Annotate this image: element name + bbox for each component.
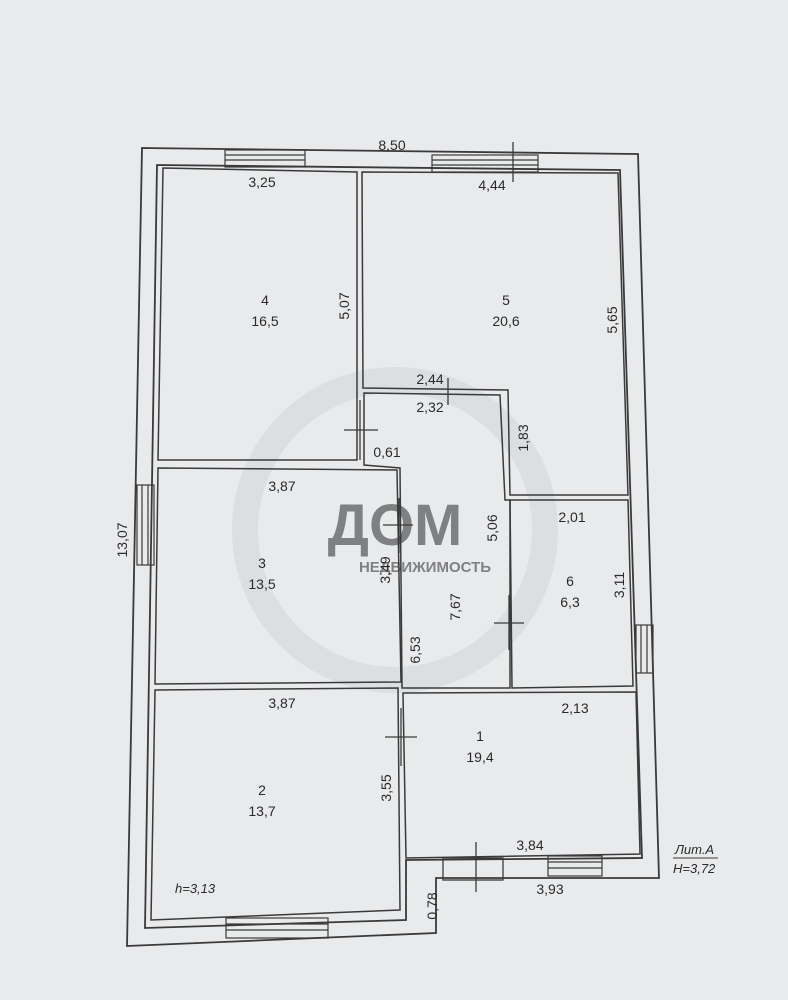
room-labels: 4 16,5 5 20,6 3 13,5 6 6,3 2 13,7 1 19,4 bbox=[248, 292, 580, 819]
windows bbox=[136, 149, 654, 939]
window-room3-left bbox=[136, 484, 155, 566]
room-1-outline bbox=[402, 691, 641, 859]
window-room4-top bbox=[224, 149, 306, 168]
dim-room1-bottom: 3,84 bbox=[516, 837, 543, 853]
window-room2-bottom bbox=[225, 917, 329, 939]
door-room6 bbox=[494, 595, 524, 650]
dim-corridor-inner: 2,32 bbox=[416, 399, 443, 415]
dim-room5-width: 4,44 bbox=[478, 177, 505, 193]
dim-door-offset: 0,61 bbox=[373, 444, 400, 460]
room-6-number: 6 bbox=[566, 573, 574, 589]
building-height-label: H=3,72 bbox=[673, 861, 716, 876]
room-3-outline bbox=[154, 467, 402, 685]
outer-wall-outline bbox=[126, 147, 660, 947]
watermark-circle bbox=[232, 367, 558, 693]
dim-porch-width: 3,93 bbox=[536, 881, 563, 897]
dim-room6-depth: 3,11 bbox=[611, 572, 627, 598]
room-1-number: 1 bbox=[476, 728, 484, 744]
watermark-subtitle-text: НЕДВИЖИМОСТЬ bbox=[359, 559, 491, 576]
room-2-area: 13,7 bbox=[248, 803, 275, 819]
dim-room3-width: 3,87 bbox=[268, 478, 295, 494]
door-room5 bbox=[447, 142, 514, 405]
room-5-area: 20,6 bbox=[492, 313, 519, 329]
room-2-outline bbox=[150, 687, 401, 921]
dim-room2-width: 3,87 bbox=[268, 695, 295, 711]
dim-hall-mid: 5,06 bbox=[484, 514, 500, 541]
dim-room5-depth: 5,65 bbox=[604, 306, 620, 333]
rooms bbox=[150, 167, 641, 921]
door-room4 bbox=[344, 400, 378, 460]
dim-hall-long: 7,67 bbox=[447, 593, 463, 620]
dim-overall-depth: 13,07 bbox=[114, 522, 130, 557]
dim-room1-right: 2,13 bbox=[561, 700, 588, 716]
dim-porch-depth: 0,78 bbox=[424, 892, 440, 919]
room-4-outline bbox=[157, 167, 358, 461]
room-6-area: 6,3 bbox=[560, 594, 580, 610]
annotations: h=3,13 Лит.А H=3,72 bbox=[175, 842, 718, 896]
watermark-logo: ДОМ НЕДВИЖИМОСТЬ bbox=[232, 367, 558, 693]
doors bbox=[344, 142, 524, 892]
dim-hall-left: 6,53 bbox=[407, 636, 423, 663]
corridor-outline bbox=[363, 392, 511, 689]
window-room1-bottom bbox=[547, 855, 603, 877]
liter-label: Лит.А bbox=[674, 842, 714, 857]
room-4-area: 16,5 bbox=[251, 313, 278, 329]
dim-room6-width: 2,01 bbox=[558, 509, 585, 525]
horizontal-dimensions: 8,50 3,25 4,44 2,44 2,32 0,61 3,87 2,01 … bbox=[248, 137, 588, 897]
room-6-outline bbox=[509, 499, 634, 689]
room-5-number: 5 bbox=[502, 292, 510, 308]
room-4-number: 4 bbox=[261, 292, 269, 308]
room-1-area: 19,4 bbox=[466, 749, 493, 765]
dim-room3-depth: 3,49 bbox=[377, 556, 393, 583]
room-5-outline bbox=[361, 171, 629, 496]
dim-overall-width: 8,50 bbox=[378, 137, 405, 153]
inner-wall-outline bbox=[144, 164, 643, 929]
dim-room4-width: 3,25 bbox=[248, 174, 275, 190]
vertical-dimensions: 13,07 5,07 5,65 1,83 3,49 5,06 7,67 6,53… bbox=[114, 292, 627, 919]
dim-corridor-top: 2,44 bbox=[416, 371, 443, 387]
room-2-number: 2 bbox=[258, 782, 266, 798]
room-3-area: 13,5 bbox=[248, 576, 275, 592]
door-entrance bbox=[442, 842, 504, 892]
room2-height-label: h=3,13 bbox=[175, 881, 216, 896]
window-room5-top bbox=[431, 154, 539, 173]
exterior-walls bbox=[126, 147, 660, 947]
dim-room4-depth: 5,07 bbox=[336, 292, 352, 319]
window-room6-right bbox=[635, 624, 654, 674]
door-room2 bbox=[385, 708, 417, 766]
dim-corridor-right: 1,83 bbox=[515, 424, 531, 451]
dim-room2-depth: 3,55 bbox=[378, 774, 394, 801]
room-3-number: 3 bbox=[258, 555, 266, 571]
door-room3 bbox=[383, 498, 413, 553]
